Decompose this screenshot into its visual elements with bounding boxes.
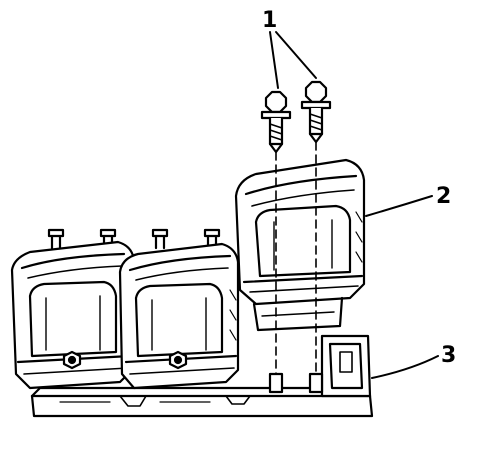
ignition-coil-left — [10, 228, 136, 390]
callout-1: 1 — [262, 8, 278, 33]
alignment-lines — [275, 141, 317, 393]
coil-bracket-plate — [30, 334, 374, 418]
ignition-coil-middle — [118, 228, 240, 390]
ignition-coil — [234, 158, 366, 332]
callout-3: 3 — [441, 343, 457, 368]
callout-leaders — [269, 31, 439, 379]
bolt-receivers — [268, 372, 324, 394]
callout-2: 2 — [436, 184, 452, 209]
coil-mounting-bolts — [260, 80, 332, 154]
